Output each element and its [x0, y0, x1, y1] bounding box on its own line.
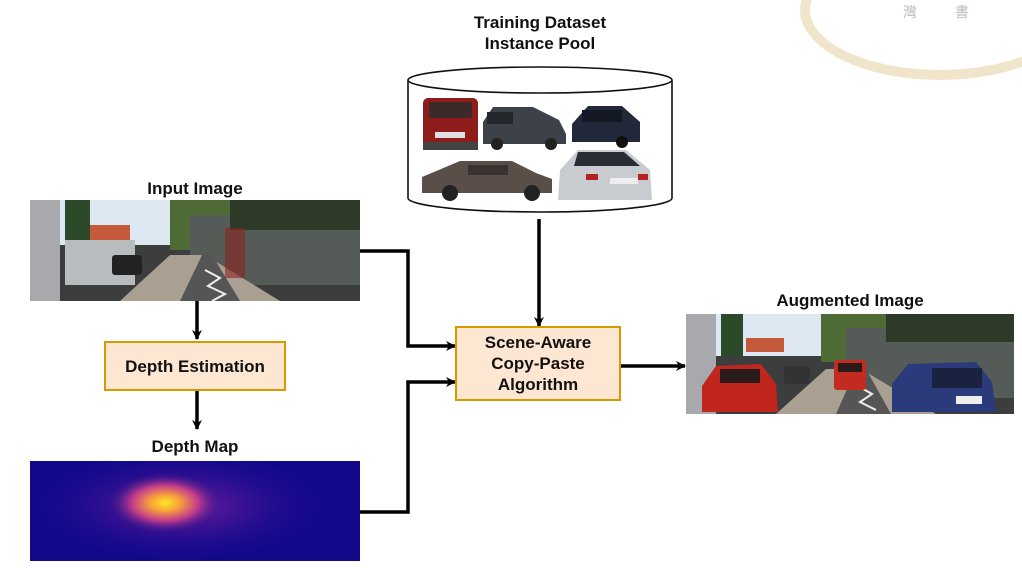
street-scene-icon: [30, 200, 360, 301]
instance-car-red: [423, 98, 478, 150]
depth-heatmap-icon: [30, 461, 340, 561]
instance-car-dark-hatch: [572, 106, 640, 148]
depth-map-image: [30, 461, 360, 561]
watermark-char: 書: [955, 4, 969, 20]
algorithm-label-line2: Copy-Paste: [491, 354, 585, 373]
pasted-car-blue-right: [892, 362, 996, 412]
instance-car-silver-sedan: [558, 150, 652, 200]
pasted-car-red-left: [702, 364, 778, 412]
instance-car-brown-sedan: [422, 161, 552, 201]
input-image-title: Input Image: [147, 179, 243, 198]
training-pool-title: Training Dataset Instance Pool: [420, 12, 660, 54]
edge-input-to-algorithm: [360, 249, 456, 351]
training-pool-title-line2: Instance Pool: [484, 34, 596, 53]
input-image-photo: [30, 200, 360, 301]
edge-depth-map-to-algorithm: [360, 377, 456, 514]
algorithm-label-line3: Algorithm: [497, 375, 579, 394]
training-pool-title-line1: Training Dataset: [473, 13, 607, 32]
augmented-image-title: Augmented Image: [776, 291, 924, 310]
augmented-image-photo: [686, 314, 1014, 414]
watermark-char: 灣: [903, 4, 917, 20]
algorithm-label-line1: Scene-Aware: [484, 333, 592, 352]
augmented-street-scene-icon: [686, 314, 1014, 414]
copy-paste-algorithm-node: Scene-Aware Copy-Paste Algorithm: [455, 326, 621, 401]
depth-estimation-node: Depth Estimation: [104, 341, 286, 391]
instance-car-dark-wagon: [483, 107, 566, 150]
depth-estimation-label: Depth Estimation: [125, 356, 265, 376]
pasted-car-red-center: [834, 360, 866, 390]
depth-map-title: Depth Map: [151, 437, 239, 456]
